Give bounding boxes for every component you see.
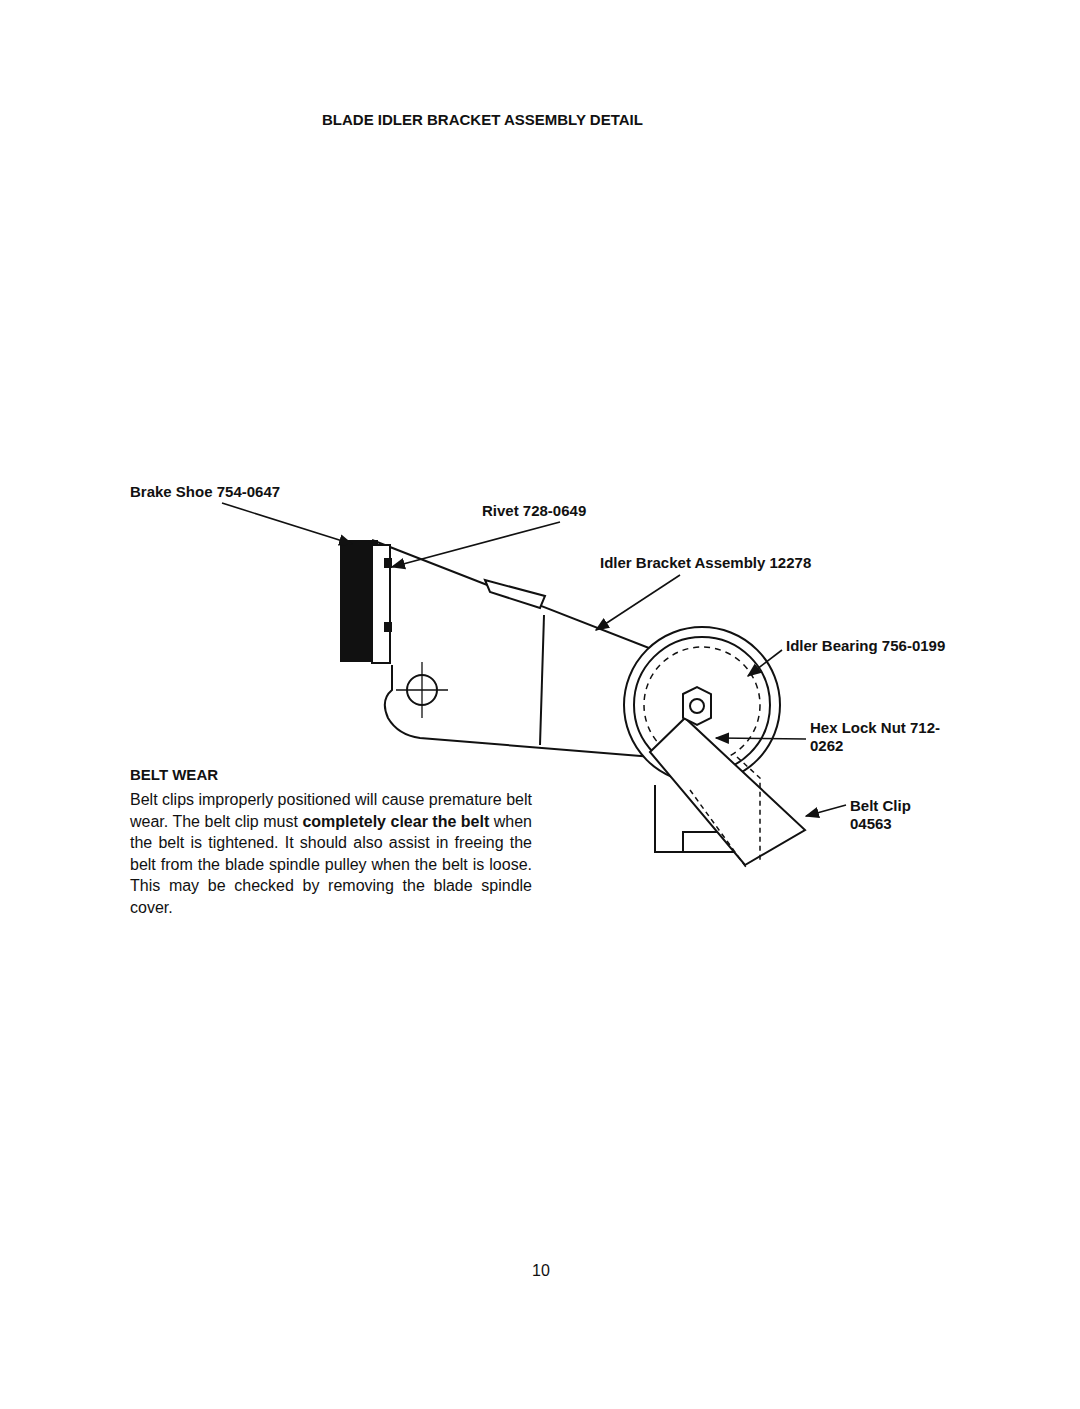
part-label: Rivet 728-0649 bbox=[482, 502, 586, 520]
brake-shoe bbox=[340, 540, 392, 663]
part-label: Brake Shoe 754-0647 bbox=[130, 483, 280, 501]
part-label: Idler Bearing 756-0199 bbox=[786, 637, 945, 655]
section-heading: BELT WEAR bbox=[130, 766, 218, 784]
title: BLADE IDLER BRACKET ASSEMBLY DETAIL bbox=[322, 111, 643, 129]
emphasis-text: completely clear the belt bbox=[302, 813, 489, 830]
page-number: 10 bbox=[532, 1262, 550, 1280]
leader-lines bbox=[222, 503, 846, 816]
part-label: Idler Bracket Assembly 12278 bbox=[600, 554, 811, 572]
part-label: Belt Clip 04563 bbox=[850, 797, 945, 833]
note-paragraph: Belt clips improperly positioned will ca… bbox=[130, 789, 532, 918]
part-label: Hex Lock Nut 712-0262 bbox=[810, 719, 945, 755]
